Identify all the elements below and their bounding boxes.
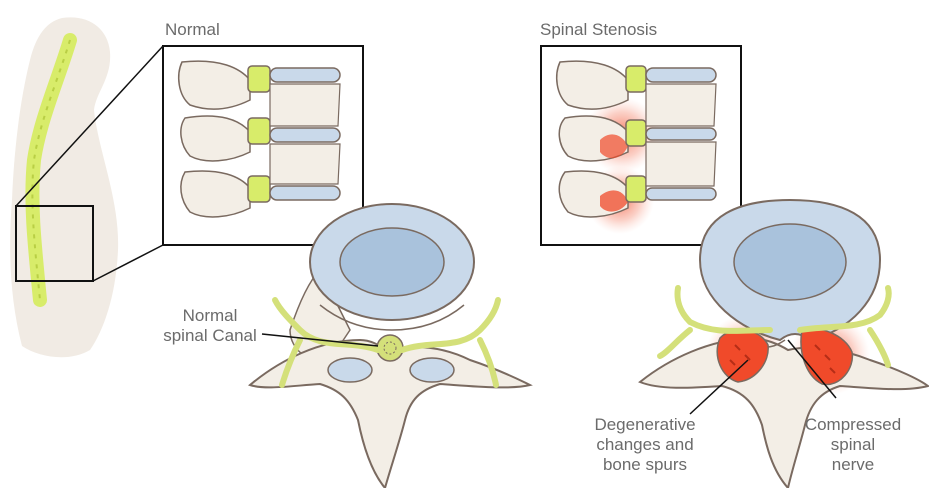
spurs-label-line1: Degenerative — [580, 415, 710, 435]
normal-axial — [250, 204, 530, 488]
spurs-label: Degenerative changes and bone spurs — [580, 415, 710, 475]
normal-canal-label-line1: Normal — [150, 306, 270, 326]
normal-sideview — [163, 46, 363, 245]
spurs-label-line3: bone spurs — [580, 455, 710, 475]
normal-canal-label: Normal spinal Canal — [150, 306, 270, 346]
normal-title: Normal — [165, 20, 220, 40]
nerve-label-line2: spinal — [792, 435, 914, 455]
normal-spinal-cord — [377, 335, 403, 361]
spurs-label-line2: changes and — [580, 435, 710, 455]
nerve-label-line1: Compressed — [792, 415, 914, 435]
stenosis-sideview — [541, 46, 741, 245]
nerve-label-line3: nerve — [792, 455, 914, 475]
nerve-label: Compressed spinal nerve — [792, 415, 914, 475]
normal-canal-label-line2: spinal Canal — [150, 326, 270, 346]
body-silhouette — [10, 17, 118, 357]
stenosis-title: Spinal Stenosis — [540, 20, 657, 40]
